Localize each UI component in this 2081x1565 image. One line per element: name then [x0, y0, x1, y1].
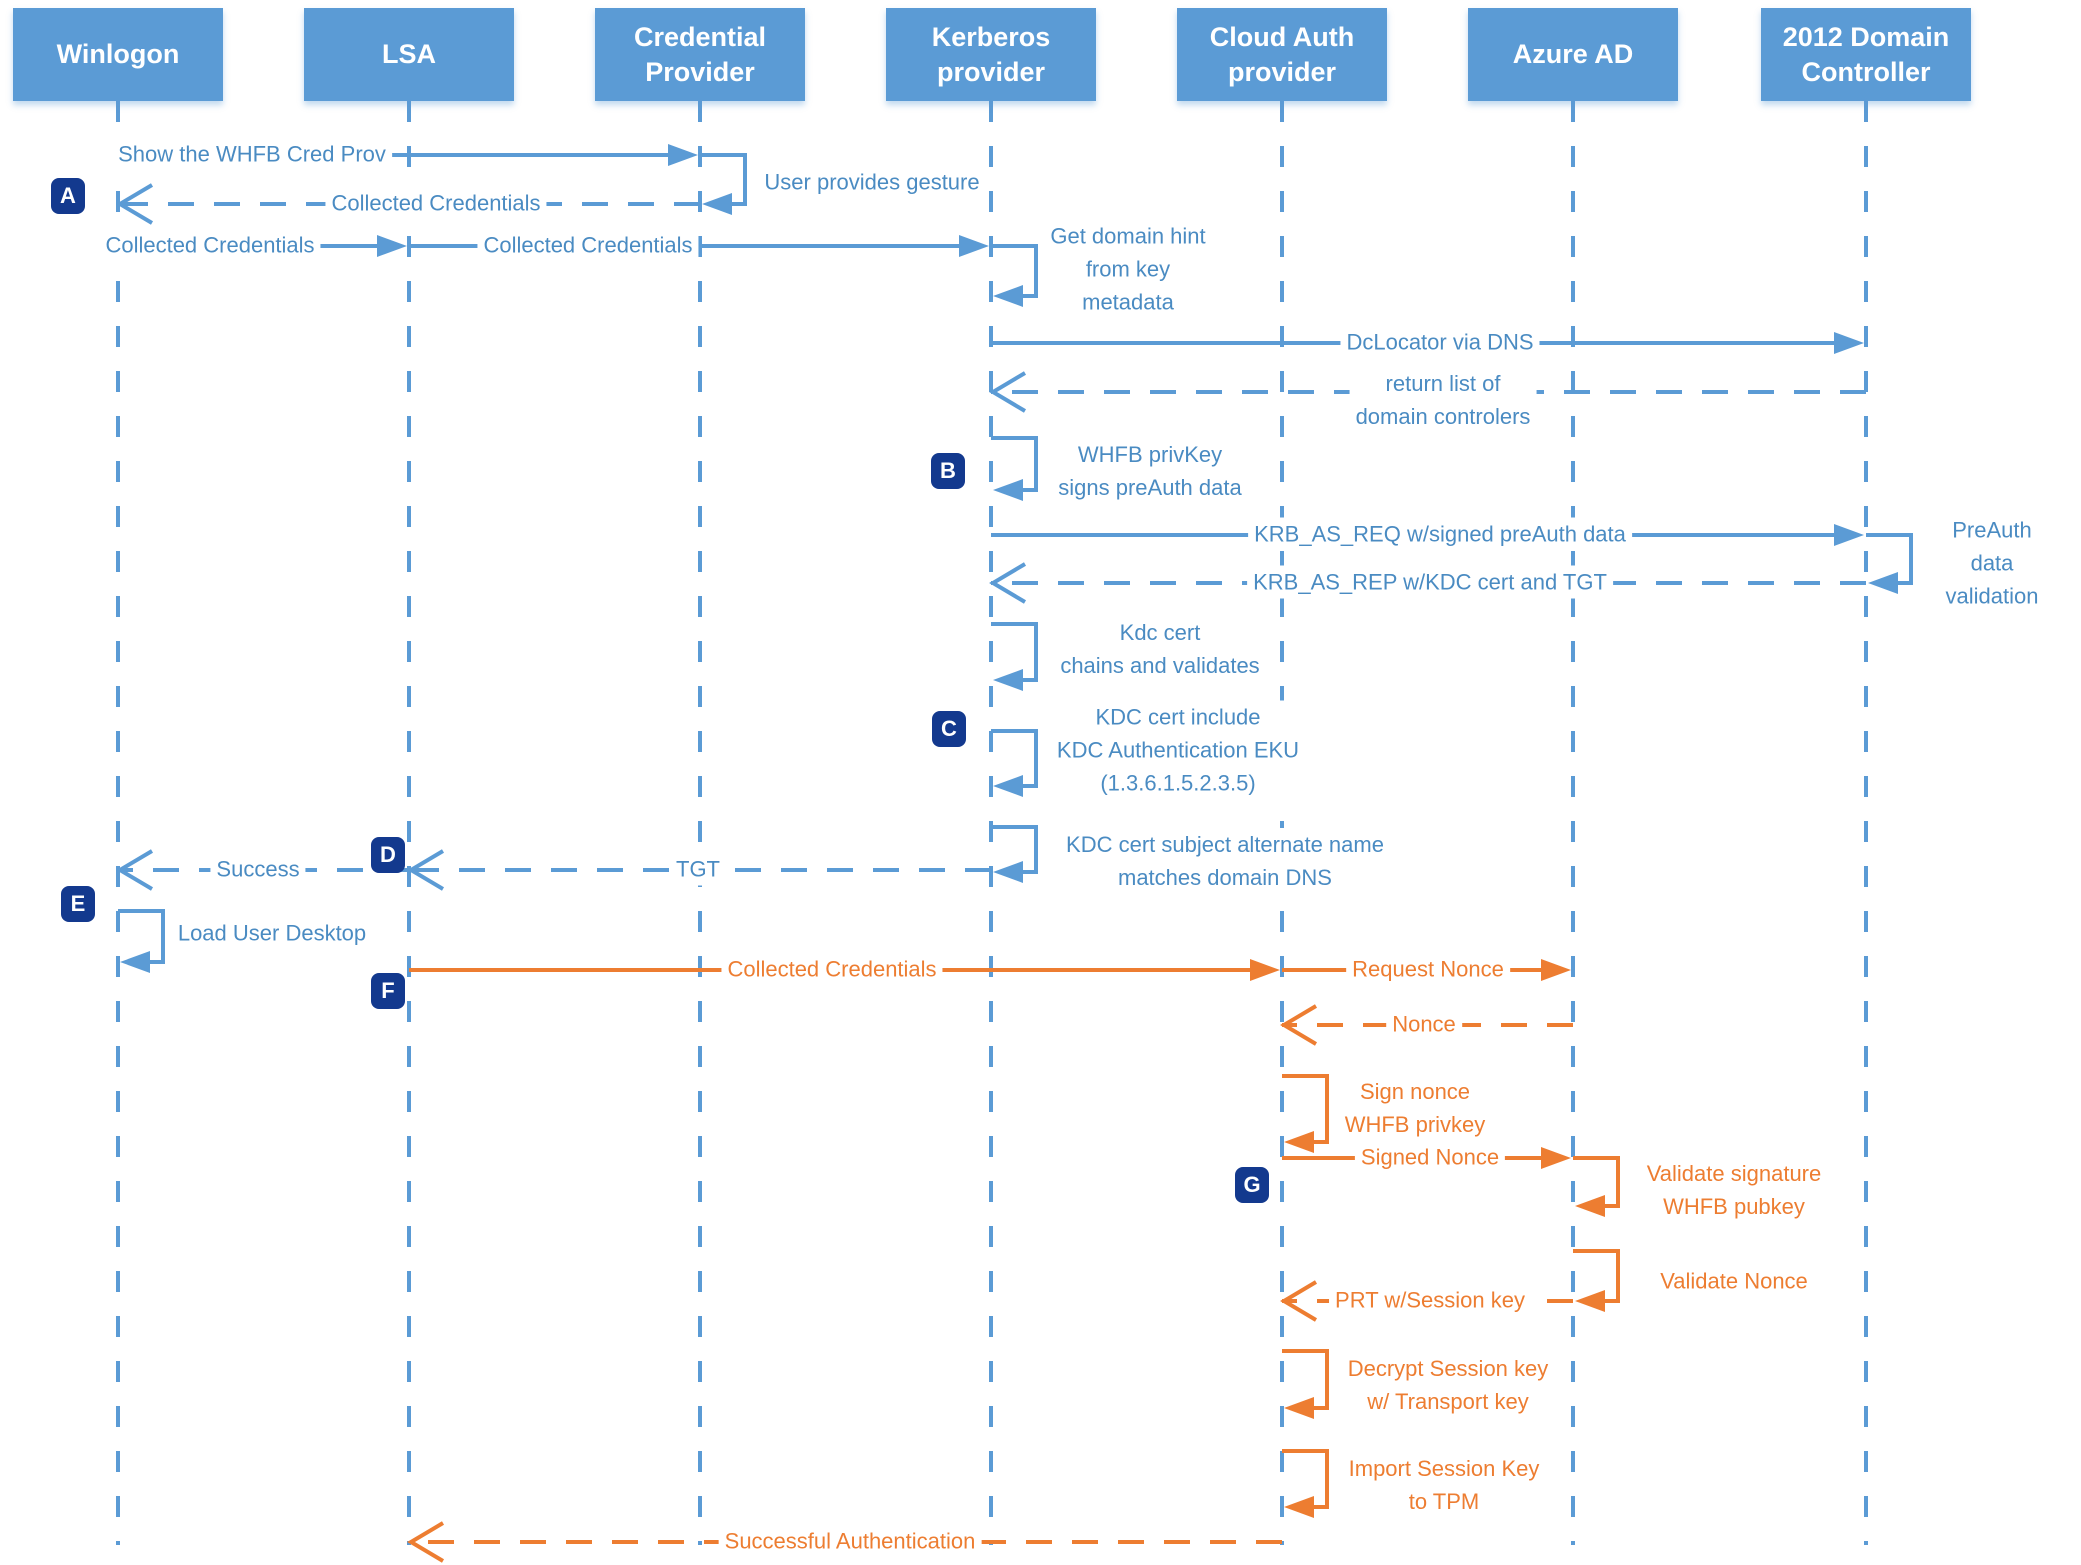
message-label-return-list-of-domain-controlers: return list of domain controlers [1349, 367, 1537, 433]
arrowhead-icon-collected-credentials-orange [1250, 959, 1280, 981]
actor-winlogon: Winlogon [13, 8, 223, 101]
badge-c: C [932, 711, 966, 747]
message-line-whfb-privkey-signs-preauth [991, 436, 1038, 492]
arrowhead-icon-kdc-cert-san [993, 861, 1023, 883]
message-label-signed-nonce: Signed Nonce [1354, 1140, 1506, 1174]
message-label-load-user-desktop: Load User Desktop [171, 916, 373, 950]
arrowhead-icon-nonce [1280, 1004, 1318, 1046]
arrowhead-icon-show-whfb-cred-prov [668, 144, 698, 166]
arrowhead-icon-krb-as-req [1834, 524, 1864, 546]
message-label-collected-credentials-to-lsa: Collected Credentials [99, 228, 321, 262]
badge-d: D [371, 837, 405, 873]
message-line-sign-nonce [1282, 1074, 1329, 1144]
message-line-kdc-cert-chains-validates [991, 622, 1038, 682]
message-label-user-provides-gesture: User provides gesture [758, 165, 986, 199]
message-label-krb-as-req: KRB_AS_REQ w/signed preAuth data [1248, 517, 1632, 551]
arrowhead-icon-prt-session-key [1280, 1280, 1318, 1322]
message-label-validate-nonce: Validate Nonce [1654, 1264, 1814, 1298]
message-label-success: Success [210, 852, 306, 886]
actor-kerberos-provider: Kerberos provider [886, 8, 1096, 101]
message-label-nonce: Nonce [1386, 1007, 1462, 1041]
message-label-prt-session-key: PRT w/Session key [1329, 1283, 1531, 1317]
message-label-request-nonce: Request Nonce [1346, 952, 1510, 986]
arrowhead-icon-validate-signature [1575, 1195, 1605, 1217]
message-label-validate-signature: Validate signature WHFB pubkey [1640, 1157, 1828, 1223]
arrowhead-icon-load-user-desktop [120, 951, 150, 973]
message-label-kdc-cert-chains-validates: Kdc cert chains and validates [1054, 616, 1266, 682]
arrowhead-icon-signed-nonce [1541, 1147, 1571, 1169]
arrowhead-icon-krb-as-rep [989, 562, 1027, 604]
arrowhead-icon-sign-nonce [1284, 1131, 1314, 1153]
badge-e: E [61, 886, 95, 922]
arrowhead-icon-kdc-cert-eku [993, 775, 1023, 797]
message-label-dclocator-via-dns: DcLocator via DNS [1340, 325, 1540, 359]
arrowhead-icon-request-nonce [1541, 959, 1571, 981]
actor-2012-domain-controller: 2012 Domain Controller [1761, 8, 1971, 101]
badge-g: G [1235, 1167, 1269, 1203]
message-label-sign-nonce: Sign nonce WHFB privkey [1338, 1075, 1492, 1141]
message-label-collected-credentials-orange: Collected Credentials [721, 952, 943, 986]
arrowhead-icon-validate-nonce [1575, 1290, 1605, 1312]
actor-credential-provider: Credential Provider [595, 8, 805, 101]
message-label-krb-as-rep: KRB_AS_REP w/KDC cert and TGT [1247, 565, 1613, 599]
arrowhead-icon-user-provides-gesture [702, 193, 732, 215]
arrowhead-icon-decrypt-session-key [1284, 1397, 1314, 1419]
badge-a: A [51, 178, 85, 214]
arrowhead-icon-kdc-cert-chains-validates [993, 669, 1023, 691]
message-label-successful-authentication: Successful Authentication [718, 1524, 982, 1558]
arrowhead-icon-whfb-privkey-signs-preauth [993, 479, 1023, 501]
arrowhead-icon-get-domain-hint [993, 285, 1023, 307]
arrowhead-icon-success [116, 849, 154, 891]
message-label-import-session-key: Import Session Key to TPM [1342, 1452, 1546, 1518]
arrowhead-icon-preauth-data-validation [1868, 572, 1898, 594]
message-label-decrypt-session-key: Decrypt Session key w/ Transport key [1341, 1352, 1555, 1418]
message-label-get-domain-hint: Get domain hint from key metadata [1044, 219, 1212, 319]
arrowhead-icon-collected-credentials-to-kerberos [959, 235, 989, 257]
arrowhead-icon-tgt [407, 849, 445, 891]
badge-b: B [931, 453, 965, 489]
message-line-import-session-key [1282, 1449, 1329, 1509]
message-label-kdc-cert-eku: KDC cert include KDC Authentication EKU … [1050, 700, 1306, 800]
message-label-whfb-privkey-signs-preauth: WHFB privKey signs preAuth data [1052, 438, 1248, 504]
message-label-preauth-data-validation: PreAuth data validation [1939, 513, 2045, 613]
message-line-decrypt-session-key [1282, 1349, 1329, 1410]
message-label-collected-credentials-return: Collected Credentials [325, 186, 547, 220]
arrowhead-icon-collected-credentials-return [116, 183, 154, 225]
message-label-collected-credentials-to-kerberos: Collected Credentials [477, 228, 699, 262]
arrowhead-icon-collected-credentials-to-lsa [377, 235, 407, 257]
arrowhead-icon-dclocator-via-dns [1834, 332, 1864, 354]
actor-cloud-auth-provider: Cloud Auth provider [1177, 8, 1387, 101]
message-line-kdc-cert-eku [991, 729, 1038, 788]
arrowhead-icon-return-list-of-domain-controlers [989, 371, 1027, 413]
arrowhead-icon-import-session-key [1284, 1496, 1314, 1518]
message-label-kdc-cert-san: KDC cert subject alternate name matches … [1060, 828, 1390, 894]
actor-azure-ad: Azure AD [1468, 8, 1678, 101]
arrowhead-icon-successful-authentication [407, 1521, 445, 1563]
message-label-tgt: TGT [670, 852, 726, 886]
message-line-load-user-desktop [118, 909, 165, 964]
badge-f: F [371, 973, 405, 1009]
message-label-show-whfb-cred-prov: Show the WHFB Cred Prov [112, 137, 392, 171]
actor-lsa: LSA [304, 8, 514, 101]
